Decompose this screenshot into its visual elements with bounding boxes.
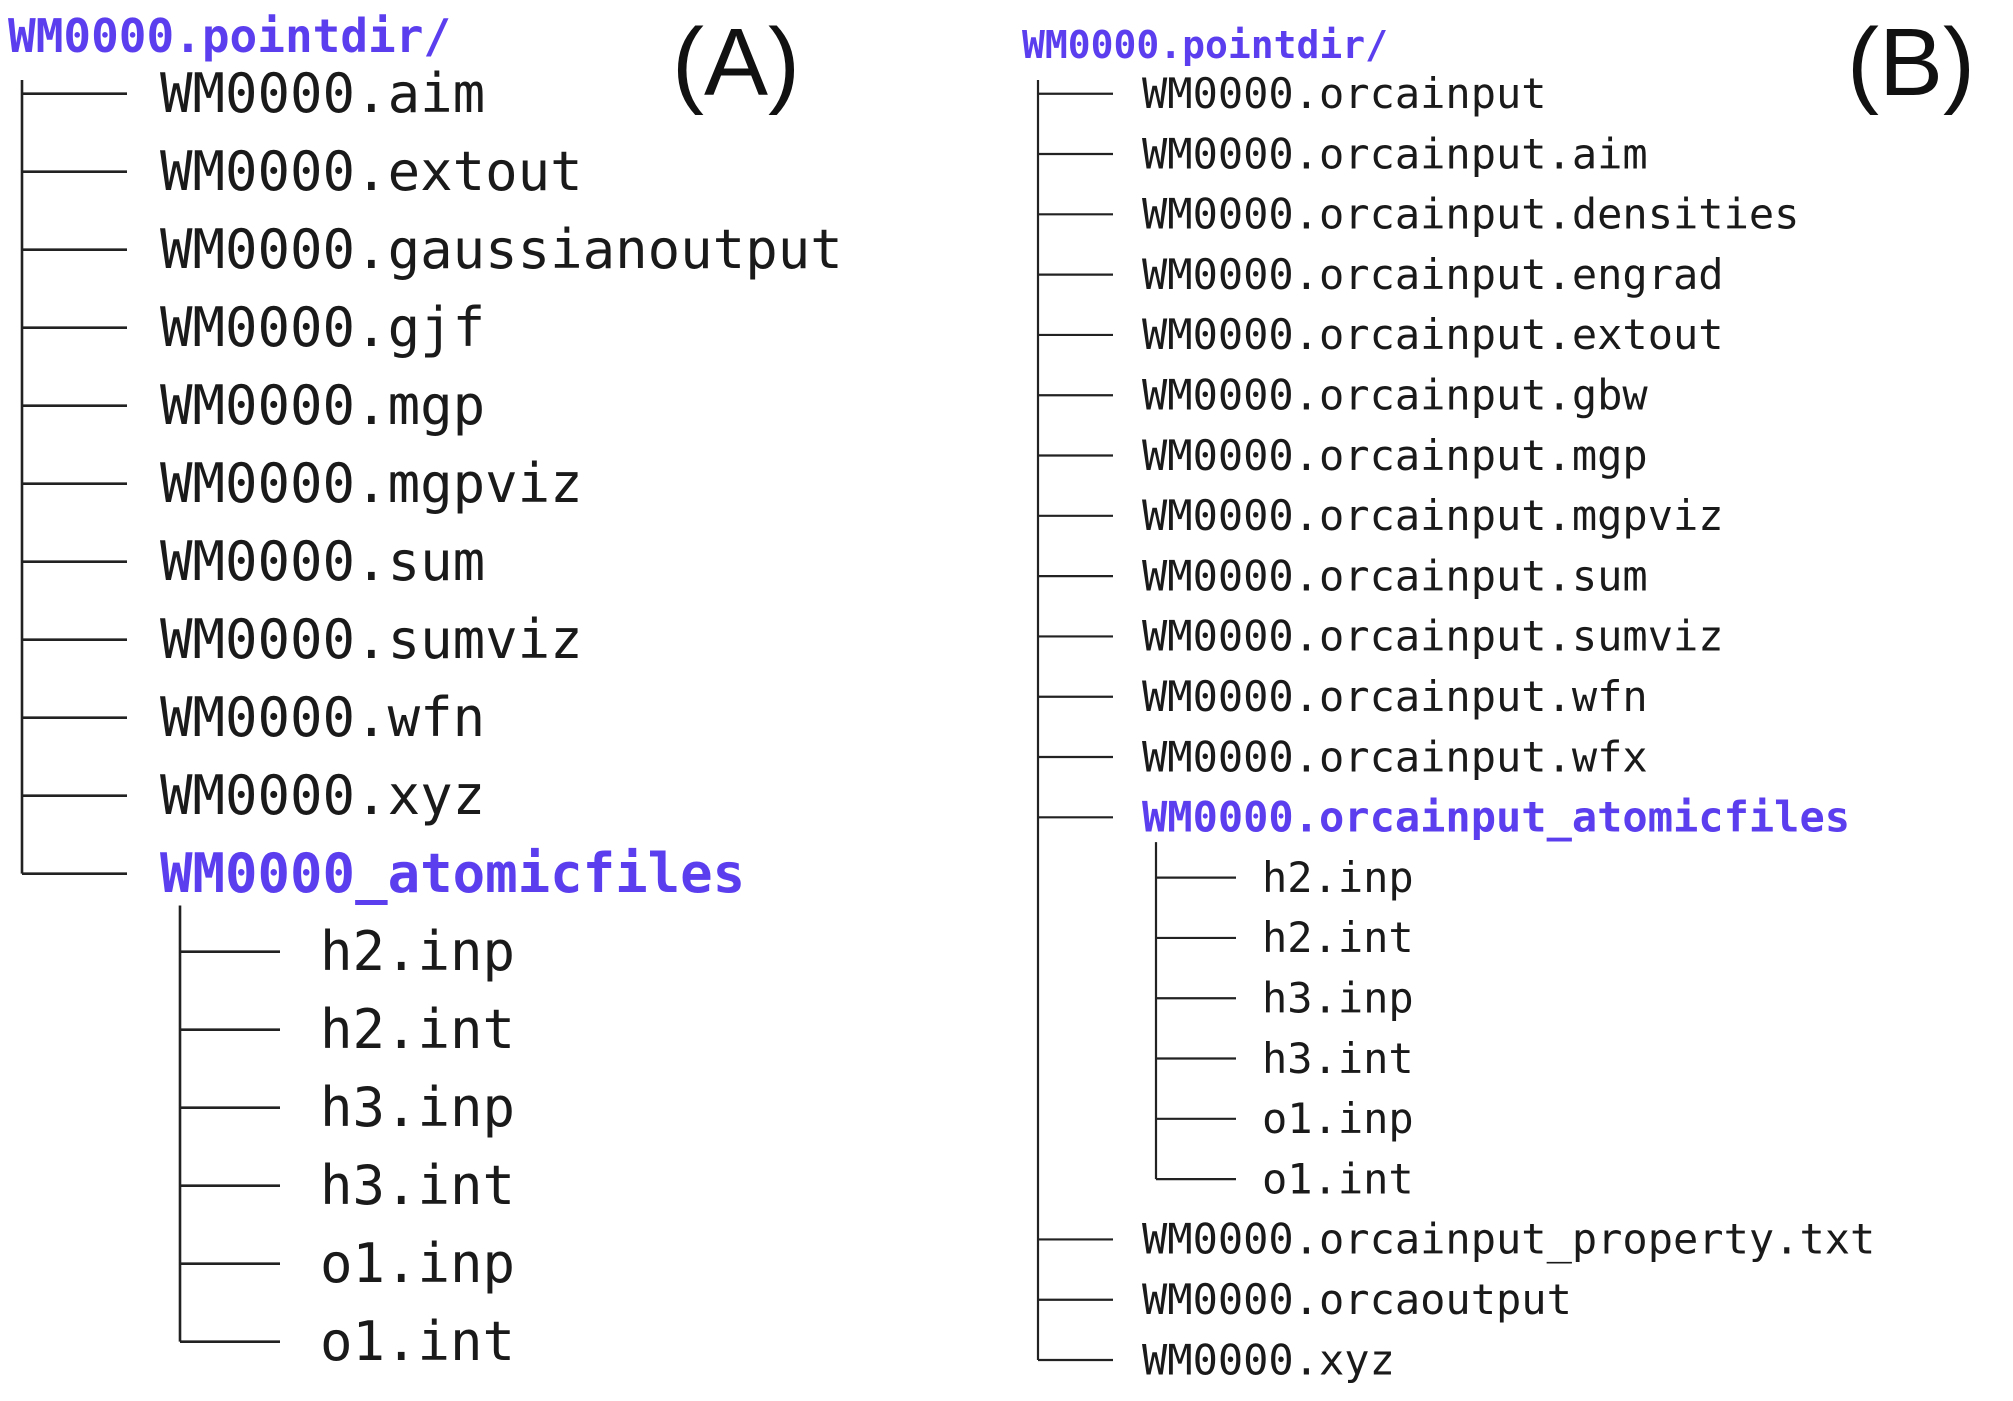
file-name: WM0000.orcainput.aim: [1142, 129, 1648, 178]
file-name: WM0000.mgp: [160, 374, 485, 437]
file-name: WM0000.orcainput.sum: [1142, 551, 1648, 600]
file-name: WM0000.sumviz: [160, 608, 583, 671]
file-name: h3.inp: [320, 1076, 515, 1139]
file-name: WM0000.orcainput.engrad: [1142, 250, 1724, 299]
panel-a-tree: (A) WM0000.pointdir/WM0000.aimWM0000.exto…: [8, 9, 843, 1373]
panel-b-tree: (B) WM0000.pointdir/WM0000.orcainputWM000…: [1022, 9, 1975, 1384]
root-directory-name: WM0000.pointdir/: [8, 9, 451, 63]
file-name: WM0000.orcainput.extout: [1142, 310, 1724, 359]
panel-b-label: (B): [1847, 9, 1975, 116]
file-name: WM0000.orcainput.wfx: [1142, 732, 1648, 781]
file-name: h3.int: [1262, 1034, 1414, 1083]
file-name: h2.int: [320, 998, 515, 1061]
file-name: WM0000.orcainput.sumviz: [1142, 612, 1724, 661]
file-name: WM0000.orcainput.wfn: [1142, 672, 1648, 721]
file-name: o1.inp: [1262, 1094, 1414, 1143]
file-name: WM0000.orcaoutput: [1142, 1275, 1572, 1324]
file-name: h2.inp: [320, 920, 515, 983]
root-directory-name: WM0000.pointdir/: [1022, 23, 1388, 67]
file-name: WM0000.orcainput.mgp: [1142, 431, 1648, 480]
file-name: WM0000.xyz: [160, 764, 485, 827]
file-name: WM0000.mgpviz: [160, 452, 583, 515]
file-name: h2.int: [1262, 913, 1414, 962]
file-name: WM0000.xyz: [1142, 1335, 1395, 1384]
file-name: h2.inp: [1262, 853, 1414, 902]
file-name: WM0000.orcainput.gbw: [1142, 371, 1648, 420]
file-name: WM0000.orcainput_property.txt: [1142, 1215, 1875, 1264]
file-name: WM0000.wfn: [160, 686, 485, 749]
file-name: WM0000.sum: [160, 530, 485, 593]
file-name: WM0000.orcainput.mgpviz: [1142, 491, 1724, 540]
file-name: WM0000.gjf: [160, 296, 485, 359]
file-name: WM0000.extout: [160, 140, 583, 203]
file-name: h3.int: [320, 1154, 515, 1217]
panel-a-label: (A): [672, 9, 800, 116]
file-name: WM0000.aim: [160, 62, 485, 125]
file-name: WM0000.orcainput.densities: [1142, 190, 1799, 239]
file-name: WM0000.gaussianoutput: [160, 218, 843, 281]
file-name: o1.int: [320, 1310, 515, 1373]
subdirectory-name: WM0000_atomicfiles: [160, 842, 745, 905]
subdirectory-name: WM0000.orcainput_atomicfiles: [1142, 793, 1850, 842]
file-name: h3.inp: [1262, 974, 1414, 1023]
file-name: o1.int: [1262, 1154, 1414, 1203]
file-name: o1.inp: [320, 1232, 515, 1295]
file-name: WM0000.orcainput: [1142, 69, 1547, 118]
